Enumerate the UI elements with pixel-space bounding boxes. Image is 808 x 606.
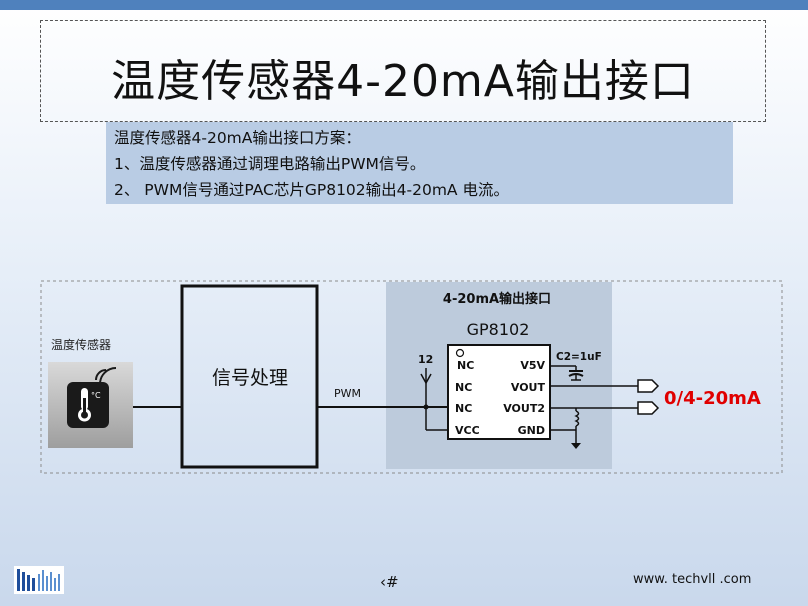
company-logo xyxy=(14,566,64,594)
description-line-2: 1、温度传感器通过调理电路输出PWM信号。 xyxy=(114,155,426,173)
chip-pin-right-1: V5V xyxy=(520,359,545,372)
sensor-label: 温度传感器 xyxy=(51,337,111,352)
capacitor-icon xyxy=(568,366,584,381)
supply-label: 12 xyxy=(418,353,433,366)
capacitor-label: C2=1uF xyxy=(556,351,602,363)
inductor-icon xyxy=(574,408,580,443)
output-label: 0/4-20mA xyxy=(664,388,761,409)
ground-icon xyxy=(571,443,581,449)
chip-body xyxy=(447,344,551,440)
description-box: 温度传感器4-20mA输出接口方案： 1、温度传感器通过调理电路输出PWM信号。… xyxy=(106,122,733,204)
slide-title: 温度传感器4-20mA输出接口 xyxy=(111,56,695,107)
title-placeholder: 温度传感器4-20mA输出接口 xyxy=(40,20,766,122)
chip-pin-left-3: NC xyxy=(455,402,472,415)
top-accent-bar xyxy=(0,0,808,10)
interface-block-title: 4-20mA输出接口 xyxy=(443,291,551,307)
vout2-connector-icon xyxy=(637,401,660,415)
footer-url: www. techvll .com xyxy=(633,572,752,587)
processing-block xyxy=(180,284,319,469)
supply-arrow-icon xyxy=(420,373,432,385)
chip-pin-left-4: VCC xyxy=(455,424,480,437)
page-number-placeholder: ‹# xyxy=(380,573,399,591)
pwm-junction-dot xyxy=(423,404,429,410)
chip-pin-right-2: VOUT xyxy=(511,381,546,394)
processing-block-label: 信号处理 xyxy=(212,367,288,389)
diagram-frame xyxy=(40,280,783,474)
vout-connector-icon xyxy=(637,379,660,393)
thermometer-icon: °C xyxy=(67,367,117,428)
description-line-3: 2、 PWM信号通过PAC芯片GP8102输出4-20mA 电流。 xyxy=(114,181,509,199)
chip-pin1-marker xyxy=(455,348,465,358)
chip-pin-right-4: GND xyxy=(518,424,545,437)
chip-name: GP8102 xyxy=(467,320,530,339)
chip-pin-left-2: NC xyxy=(455,381,472,394)
celsius-label: °C xyxy=(91,391,101,400)
pwm-label: PWM xyxy=(334,387,361,400)
chip-pin-left-1: NC xyxy=(457,359,474,372)
chip-pin-right-3: VOUT2 xyxy=(503,402,545,415)
description-line-1: 温度传感器4-20mA输出接口方案： xyxy=(114,129,361,147)
